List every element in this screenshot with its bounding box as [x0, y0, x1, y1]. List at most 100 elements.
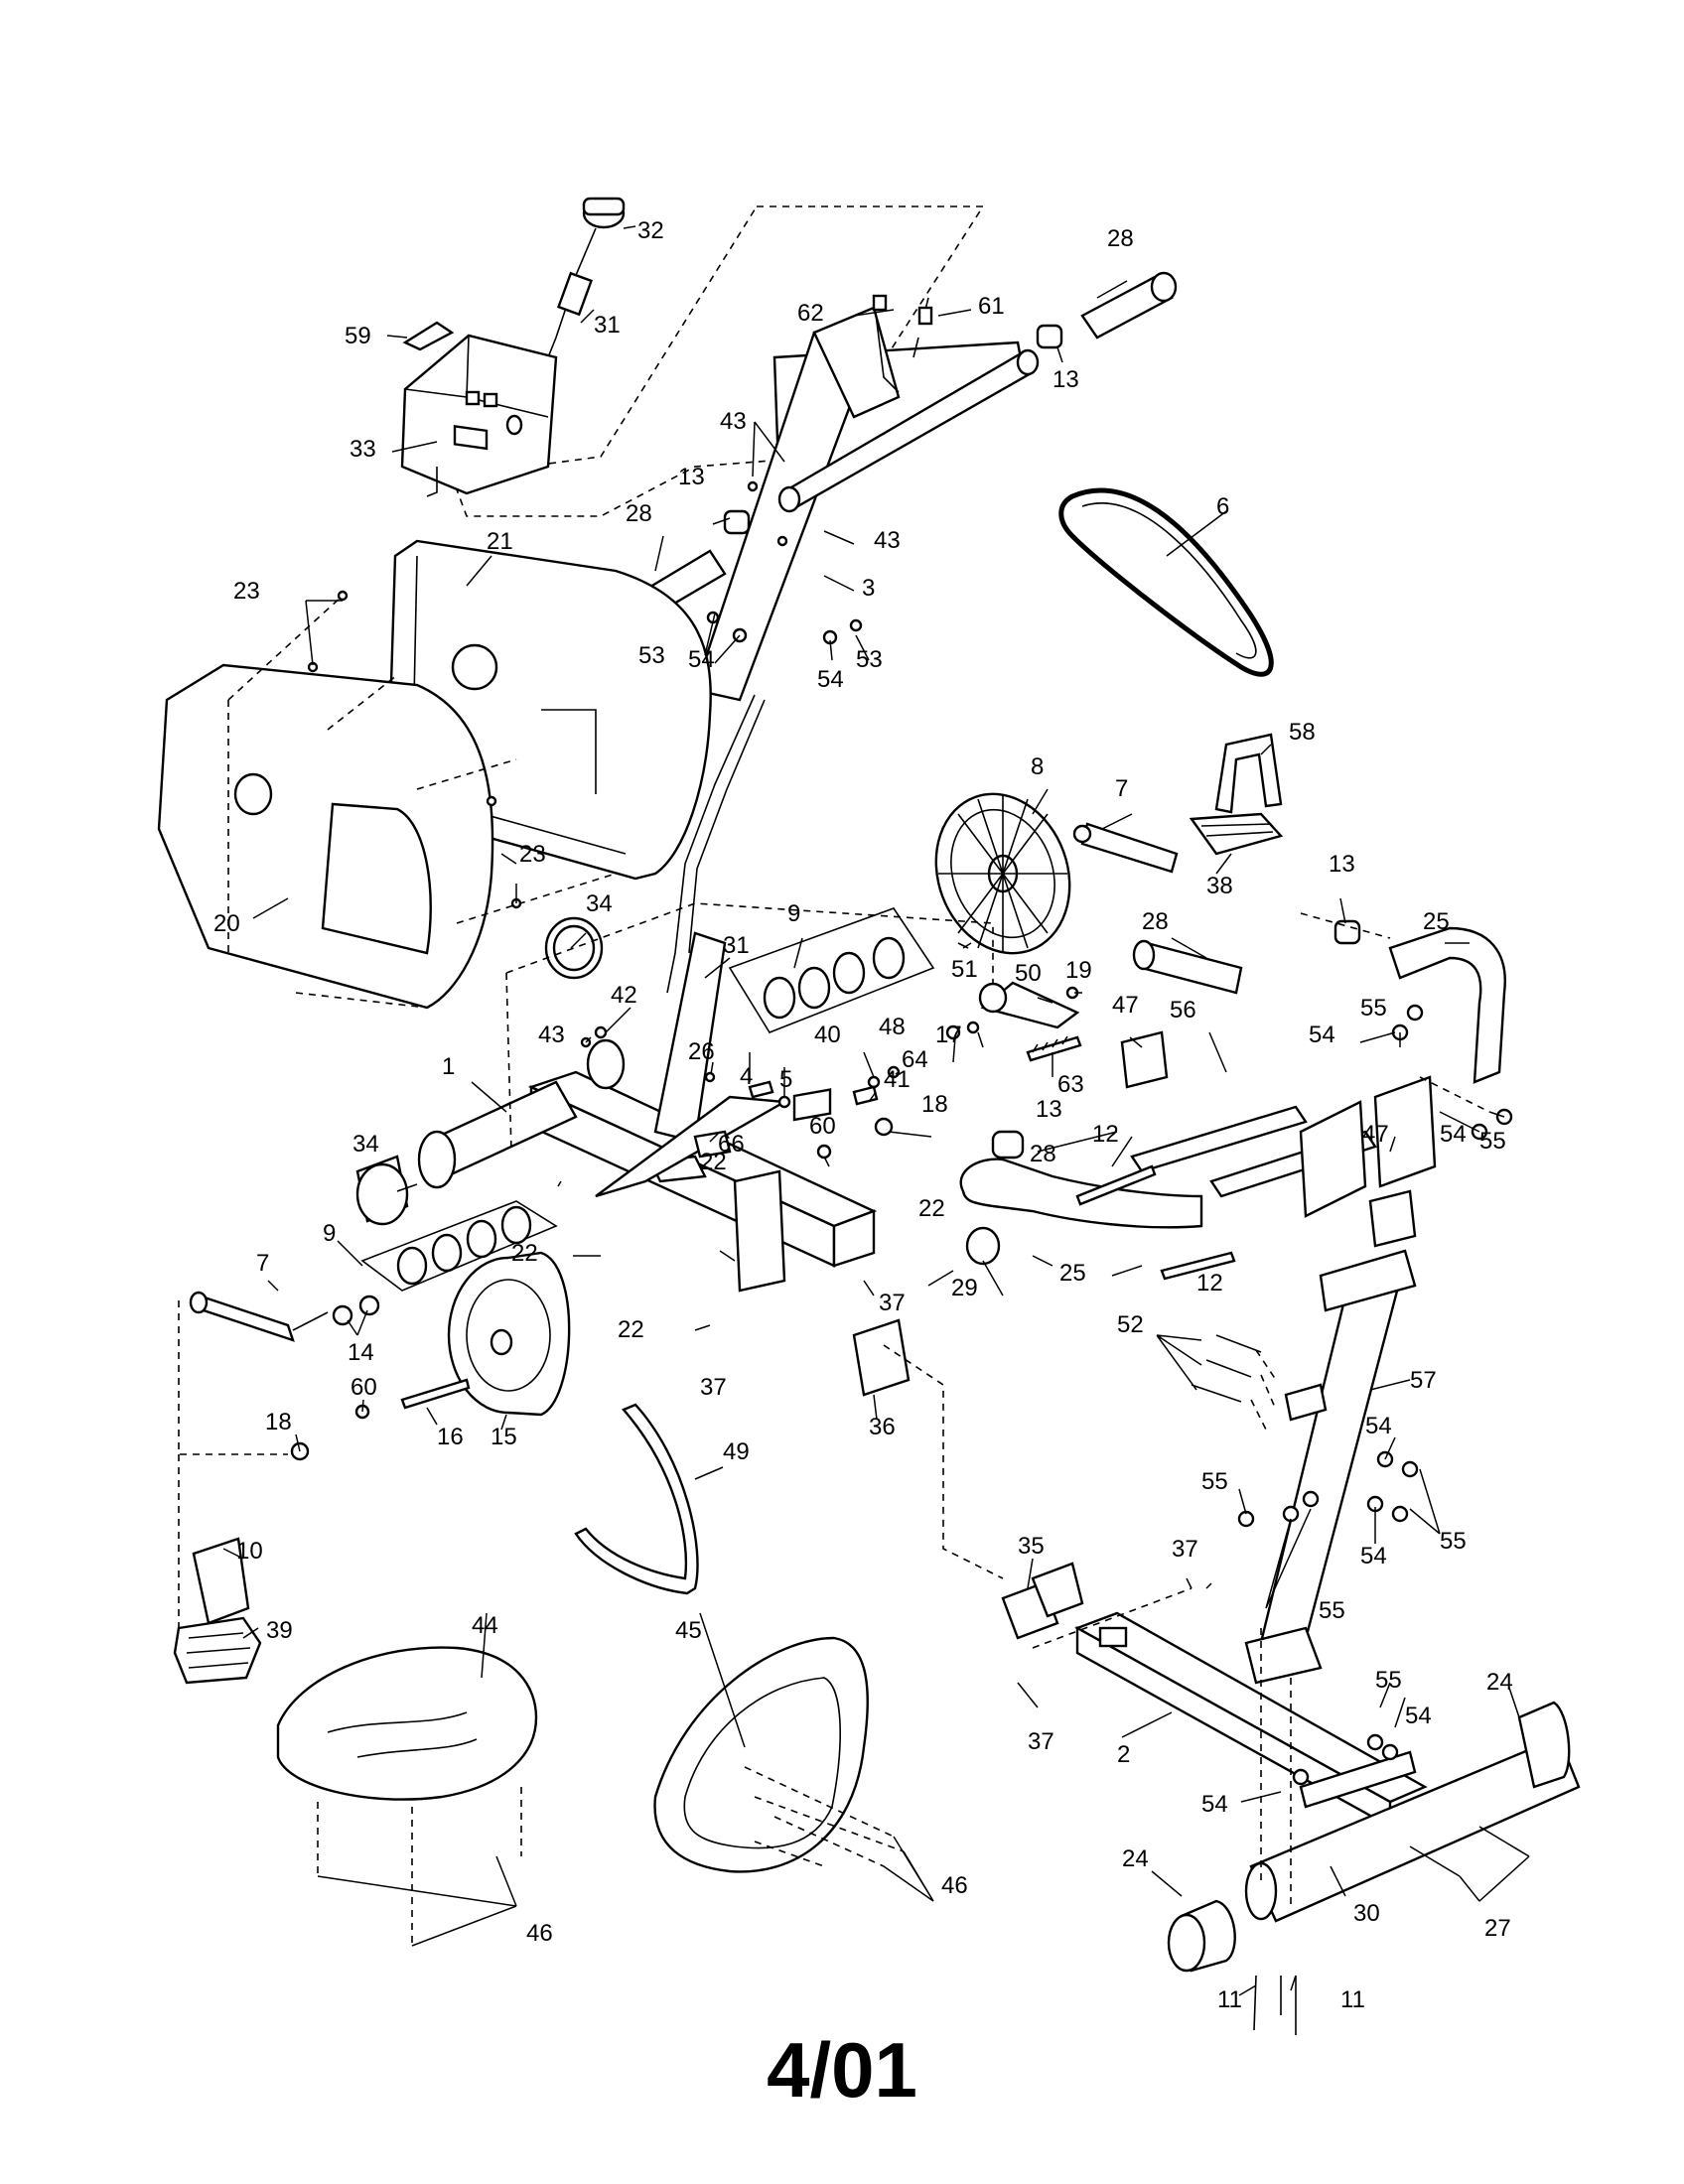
stabilizer-2-end — [1098, 1626, 1128, 1648]
callout-41: 41 — [884, 1066, 911, 1093]
callout-54: 54 — [1440, 1121, 1467, 1148]
callout-30: 30 — [1353, 1900, 1380, 1927]
upright-group — [630, 271, 1178, 994]
callout-34: 34 — [586, 890, 613, 917]
grip-end — [1132, 939, 1156, 971]
flywheel-group — [290, 1251, 571, 1461]
bearing-set-lower — [360, 1200, 558, 1292]
callout-53: 53 — [856, 646, 883, 673]
callout-22: 22 — [918, 1195, 945, 1222]
callout-18: 18 — [265, 1409, 292, 1435]
crank-thread — [292, 1311, 329, 1331]
shroud-inner-detail — [541, 709, 597, 794]
nut-18 — [874, 1117, 894, 1137]
callout-24: 24 — [1486, 1669, 1513, 1696]
callout-58: 58 — [1289, 719, 1316, 746]
callout-43: 43 — [874, 527, 901, 554]
callout-50: 50 — [1015, 960, 1042, 987]
shroud-hole — [233, 772, 273, 816]
crank-arm-right — [1080, 822, 1179, 874]
nut-55 — [1401, 1460, 1419, 1478]
pedal-tread — [1200, 823, 1274, 837]
callout-37: 37 — [1028, 1728, 1054, 1755]
pedal-left-tread — [186, 1632, 251, 1669]
bolts-52-dash — [1250, 1349, 1277, 1431]
flywheel-rim — [507, 1251, 571, 1417]
bolts-52 — [1191, 1334, 1262, 1403]
callout-42: 42 — [611, 982, 637, 1009]
callout-46: 46 — [941, 1872, 968, 1899]
handle-dash-lines — [1300, 912, 1490, 1113]
callout-1: 1 — [442, 1053, 455, 1080]
callout-22: 22 — [618, 1316, 644, 1343]
callout-labels: 32 31 59 33 62 61 28 13 43 13 28 43 3 6 … — [213, 217, 1513, 2013]
callout-12: 12 — [1196, 1270, 1223, 1297]
backrest-inner — [683, 1677, 841, 1849]
seat-contour — [327, 1711, 478, 1758]
crank-pulley-rim — [950, 808, 1055, 939]
callout-11: 11 — [1340, 1986, 1365, 2013]
callout-35: 35 — [1018, 1533, 1045, 1560]
console-group — [400, 197, 985, 517]
crank-group — [934, 733, 1284, 955]
tension-knob-cap — [582, 197, 626, 216]
callout-17: 17 — [935, 1022, 962, 1048]
callout-37: 37 — [879, 1290, 906, 1316]
callout-13: 13 — [1329, 851, 1355, 878]
callout-60: 60 — [351, 1374, 377, 1401]
screw-43 — [747, 480, 759, 492]
stabilizer-group — [1032, 1587, 1581, 2035]
leader-lines — [222, 225, 1530, 1996]
date-code: 4/01 — [767, 2026, 917, 2114]
callout-5: 5 — [779, 1066, 792, 1093]
backrest — [653, 1636, 869, 1873]
clip-51 — [957, 942, 969, 949]
callout-46: 46 — [526, 1920, 553, 1947]
callout-43: 43 — [538, 1022, 565, 1048]
nut-55 — [1391, 1505, 1409, 1523]
callout-43: 43 — [720, 408, 747, 435]
callout-11: 11 — [1217, 1986, 1242, 2013]
callout-54: 54 — [817, 666, 844, 693]
stabilizer-dash-lines — [1032, 1587, 1292, 1906]
callout-56: 56 — [1170, 997, 1196, 1024]
callout-19: 19 — [1065, 957, 1092, 984]
callout-9: 9 — [323, 1220, 336, 1247]
callout-38: 38 — [1206, 873, 1233, 899]
console-jack — [505, 414, 523, 436]
screw-43 — [776, 535, 788, 547]
callout-28: 28 — [1107, 225, 1134, 252]
shroud-group — [157, 539, 712, 1010]
pedal-strap-right — [1214, 733, 1283, 814]
callout-31: 31 — [594, 312, 621, 339]
console-display — [453, 424, 489, 451]
callout-54: 54 — [688, 646, 715, 673]
callout-27: 27 — [1484, 1915, 1511, 1942]
callout-62: 62 — [797, 300, 824, 327]
callout-28: 28 — [1030, 1141, 1056, 1167]
pulse-plug — [917, 306, 933, 326]
bushing-34-bottom-face — [355, 1162, 409, 1226]
flywheel-hub — [490, 1328, 513, 1356]
washer-5 — [777, 1095, 791, 1109]
callout-55: 55 — [1360, 995, 1387, 1022]
callout-55: 55 — [1479, 1128, 1506, 1155]
callout-20: 20 — [213, 910, 240, 937]
seat-rail-end-plate — [1373, 1075, 1437, 1188]
shroud-dash-lines — [227, 595, 617, 1009]
drive-belt — [1058, 487, 1274, 677]
callout-40: 40 — [814, 1022, 841, 1048]
handlebar-end — [777, 485, 801, 513]
pedal-strap-left — [192, 1537, 250, 1625]
callout-29: 29 — [951, 1275, 978, 1301]
nut-14 — [332, 1304, 353, 1326]
switch-66 — [693, 1130, 732, 1159]
idler-bracket — [733, 1169, 786, 1293]
bushing-34-top-inner — [552, 924, 596, 972]
callout-16: 16 — [437, 1424, 464, 1450]
callout-54: 54 — [1360, 1543, 1387, 1570]
upright-base-plate — [1244, 1626, 1323, 1685]
callout-57: 57 — [1410, 1367, 1437, 1394]
end-cap — [1333, 919, 1361, 945]
console-box — [400, 334, 558, 495]
